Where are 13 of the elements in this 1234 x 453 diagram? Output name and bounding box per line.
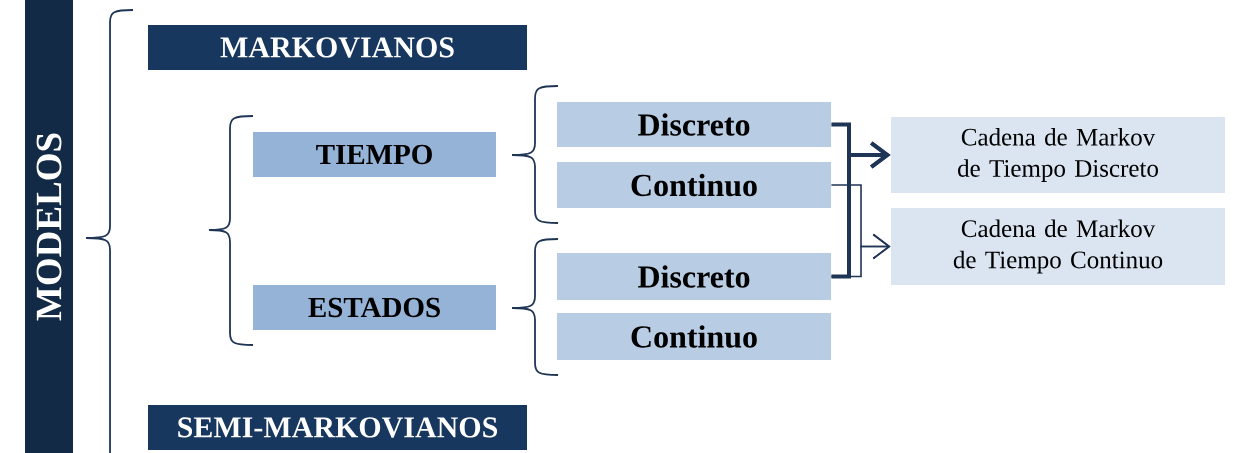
option-box: Continuo bbox=[557, 162, 831, 208]
vertical-band: MODELOS bbox=[25, 0, 73, 453]
arrow bbox=[830, 233, 891, 278]
option-box: Discreto bbox=[557, 102, 831, 147]
result-box: Cadena de Markov de Tiempo Discreto bbox=[891, 117, 1225, 193]
result-box: Cadena de Markov de Tiempo Continuo bbox=[891, 208, 1225, 285]
option-box: Continuo bbox=[557, 313, 831, 360]
heading-box: MARKOVIANOS bbox=[148, 25, 527, 70]
heading-box: SEMI-MARKOVIANOS bbox=[148, 405, 527, 450]
arrow bbox=[831, 141, 891, 279]
category-box: ESTADOS bbox=[253, 285, 496, 330]
category-box: TIEMPO bbox=[253, 132, 496, 177]
option-box: Discreto bbox=[557, 253, 831, 300]
